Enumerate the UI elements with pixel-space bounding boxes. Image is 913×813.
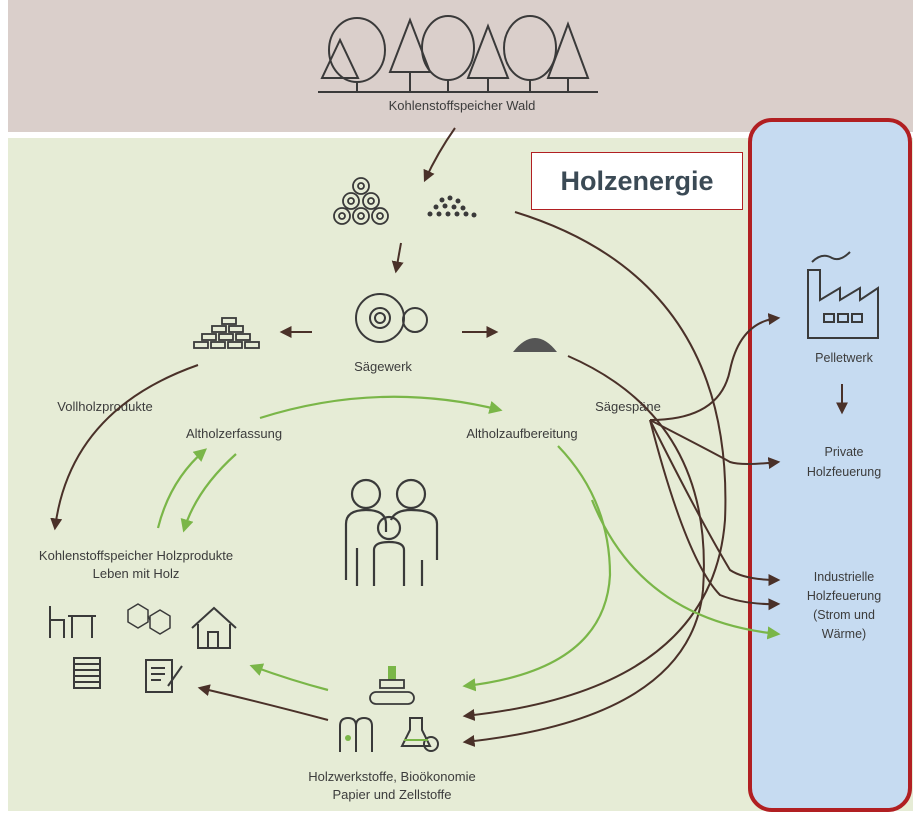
collection-label: Altholzerfassung bbox=[186, 426, 282, 441]
sawmill-label: Sägewerk bbox=[354, 359, 412, 374]
storage-label-line1: Kohlenstoffspeicher Holzprodukte bbox=[39, 548, 233, 563]
logs-icon bbox=[333, 177, 389, 225]
house-icon bbox=[191, 606, 237, 649]
bottom-label-line2: Papier und Zellstoffe bbox=[333, 787, 452, 802]
solid-wood-label: Vollholzprodukte bbox=[57, 399, 152, 414]
molecule-icon bbox=[127, 603, 171, 635]
green-recycling-arrows bbox=[156, 395, 781, 692]
processing-label: Altholzaufbereitung bbox=[466, 426, 577, 441]
industrial-label-line1: Industrielle bbox=[814, 570, 874, 584]
forest-icon bbox=[318, 15, 598, 93]
holzenergie-title-box: Holzenergie bbox=[531, 152, 743, 210]
industrial-label-line2: Holzfeuerung bbox=[807, 589, 881, 603]
sawdust-icon bbox=[513, 338, 557, 352]
paper-icon bbox=[145, 659, 183, 693]
forest-label: Kohlenstoffspeicher Wald bbox=[389, 98, 536, 113]
bioeconomy-icon bbox=[400, 717, 439, 752]
wood-chips-icon bbox=[427, 195, 477, 218]
industrial-label-line4: Wärme) bbox=[822, 627, 866, 641]
sawdust-label: Sägespäne bbox=[595, 399, 661, 414]
conveyor-icon bbox=[369, 666, 415, 705]
bottom-label-line1: Holzwerkstoffe, Bioökonomie bbox=[308, 769, 475, 784]
storage-label-line2: Leben mit Holz bbox=[93, 566, 180, 581]
lumber-icon bbox=[193, 317, 260, 349]
industrial-label-line3: (Strom und bbox=[813, 608, 875, 622]
sawmill-icon bbox=[355, 293, 428, 343]
brown-flow-arrows bbox=[50, 127, 848, 747]
paper-mill-icon bbox=[339, 716, 373, 752]
furniture-icon bbox=[49, 606, 96, 638]
family-icon bbox=[344, 478, 439, 586]
holzenergie-title: Holzenergie bbox=[560, 165, 714, 196]
factory-icon bbox=[807, 251, 879, 339]
panels-icon bbox=[73, 657, 101, 689]
forest-band bbox=[8, 0, 913, 132]
private-label-line1: Private bbox=[825, 445, 864, 459]
pellet-label: Pelletwerk bbox=[815, 351, 873, 365]
private-label-line2: Holzfeuerung bbox=[807, 465, 881, 479]
